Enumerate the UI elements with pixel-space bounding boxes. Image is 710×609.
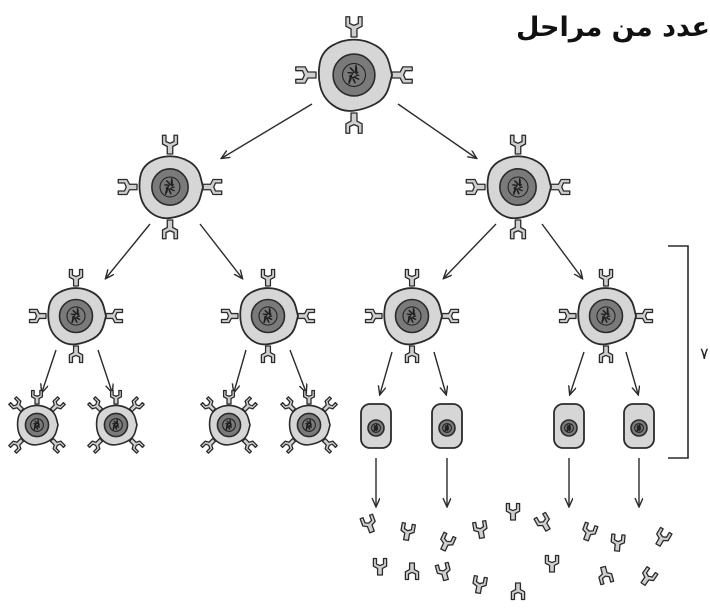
antibody-icon <box>359 513 376 534</box>
antibody-icon <box>434 561 451 582</box>
arrow-l2-b <box>97 349 112 392</box>
b-cell-gen2-3 <box>364 268 460 364</box>
receptor-icon <box>128 396 145 413</box>
receptor-icon <box>345 16 363 38</box>
receptor-icon <box>241 396 258 413</box>
memory-cell-4 <box>280 389 338 454</box>
daughter-b-cell-left <box>117 134 223 240</box>
receptor-icon <box>509 134 527 155</box>
receptor-icon <box>345 112 363 134</box>
arrow-l2-e <box>380 351 393 394</box>
receptor-icon <box>109 389 123 405</box>
receptor-icon <box>200 396 217 413</box>
antibody-icon <box>471 519 488 540</box>
arrow-l2-c <box>234 349 247 392</box>
arrow-l2-h <box>625 351 638 394</box>
receptor-icon <box>598 268 614 287</box>
receptor-icon <box>280 396 297 413</box>
receptor-icon <box>87 437 104 454</box>
receptor-icon <box>8 437 25 454</box>
arrow-l2-g <box>570 351 585 394</box>
receptor-icon <box>260 268 276 287</box>
receptor-icon <box>161 134 179 155</box>
receptor-icon <box>465 178 486 196</box>
receptor-icon <box>635 308 654 324</box>
receptor-icon <box>49 437 66 454</box>
receptor-icon <box>441 308 460 324</box>
receptor-icon <box>222 389 236 405</box>
antibody-icon <box>610 533 626 552</box>
receptor-icon <box>598 345 614 364</box>
receptor-icon <box>128 437 145 454</box>
antibody-icon <box>640 566 659 587</box>
memory-cell-3 <box>200 389 258 454</box>
arrow-l2-a <box>42 349 57 392</box>
receptor-icon <box>391 66 413 84</box>
receptor-icon <box>8 396 25 413</box>
b-cell-gen2-1 <box>28 268 124 364</box>
bracket-label: ٧ <box>700 344 709 363</box>
receptor-icon <box>200 437 217 454</box>
antibody-icon <box>400 521 417 542</box>
receptor-icon <box>260 345 276 364</box>
receptor-icon <box>364 308 383 324</box>
arrow-l2-d <box>289 349 306 392</box>
plasma-cell-4 <box>623 403 655 449</box>
antibody-icon <box>505 502 521 521</box>
receptor-icon <box>202 178 223 196</box>
receptor-icon <box>68 345 84 364</box>
receptor-icon <box>68 268 84 287</box>
receptor-icon <box>295 66 317 84</box>
plasma-cell-3 <box>553 403 585 449</box>
plasma-cell-1 <box>360 403 392 449</box>
arrow-l0-left <box>222 103 313 158</box>
b-cell-gen2-2 <box>220 268 316 364</box>
arrow-l1-b <box>199 223 242 278</box>
receptor-icon <box>321 396 338 413</box>
receptor-icon <box>321 437 338 454</box>
receptor-icon <box>220 308 239 324</box>
antibody-icon <box>440 531 457 552</box>
bracket <box>668 245 689 459</box>
receptor-icon <box>28 308 47 324</box>
receptor-icon <box>509 219 527 240</box>
antibody-icon <box>404 562 420 581</box>
receptor-icon <box>49 396 66 413</box>
receptor-icon <box>241 437 258 454</box>
diagram-title: عدد من مراحل <box>515 12 710 43</box>
memory-cell-2 <box>87 389 145 454</box>
antibody-icon <box>655 526 673 547</box>
receptor-icon <box>117 178 138 196</box>
b-cell-gen2-4 <box>558 268 654 364</box>
receptor-icon <box>550 178 571 196</box>
receptor-icon <box>297 308 316 324</box>
receptor-icon <box>404 268 420 287</box>
receptor-icon <box>161 219 179 240</box>
daughter-b-cell-right <box>465 134 571 240</box>
receptor-icon <box>558 308 577 324</box>
arrow-l1-a <box>106 223 151 278</box>
antibody-icon <box>372 557 388 576</box>
arrow-l1-d <box>541 223 582 278</box>
receptor-icon <box>30 389 44 405</box>
antibody-icon <box>598 565 615 586</box>
arrow-l1-c <box>444 223 497 278</box>
antibody-icon <box>533 511 551 532</box>
memory-cell-1 <box>8 389 66 454</box>
antibody-icon <box>544 554 560 573</box>
arrow-l0-right <box>397 103 476 158</box>
parent-b-cell <box>295 16 413 134</box>
arrow-l2-f <box>433 351 446 394</box>
antibody-icon <box>472 574 489 595</box>
receptor-icon <box>280 437 297 454</box>
receptor-icon <box>87 396 104 413</box>
antibody-icon <box>510 582 526 601</box>
receptor-icon <box>404 345 420 364</box>
receptor-icon <box>105 308 124 324</box>
antibody-icon <box>582 521 599 542</box>
receptor-icon <box>302 389 316 405</box>
plasma-cell-2 <box>431 403 463 449</box>
